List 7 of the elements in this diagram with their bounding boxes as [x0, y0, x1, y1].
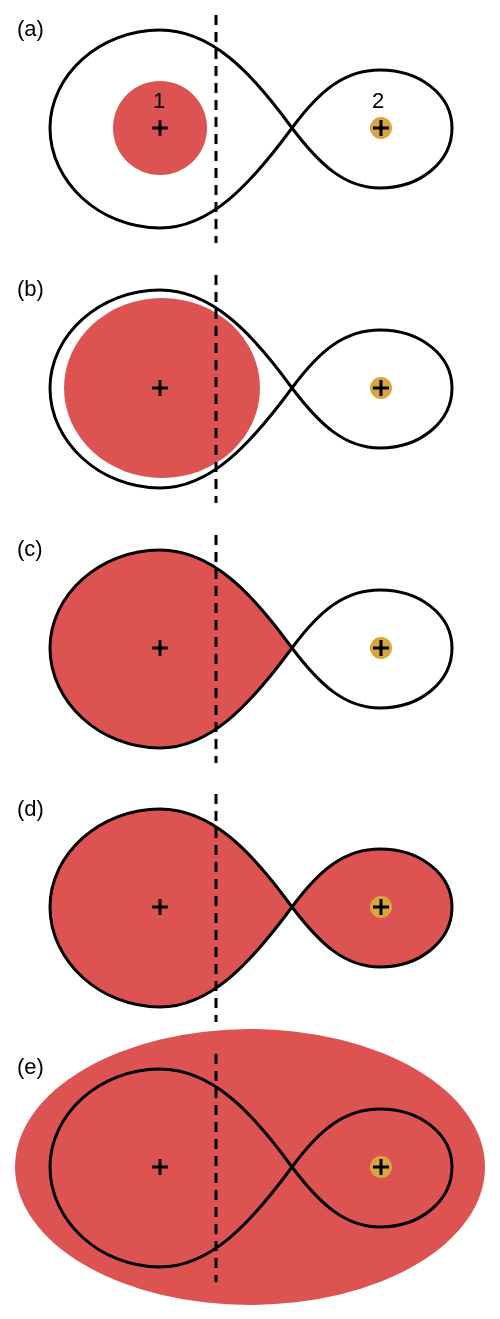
- panel-label: (c): [17, 537, 43, 561]
- panel-label: (d): [17, 797, 44, 821]
- panel-label: (b): [17, 277, 44, 301]
- panel-label: (e): [17, 1055, 44, 1079]
- star-number: 1: [153, 89, 166, 113]
- star-number: 2: [372, 89, 385, 113]
- panel-label: (a): [17, 17, 44, 41]
